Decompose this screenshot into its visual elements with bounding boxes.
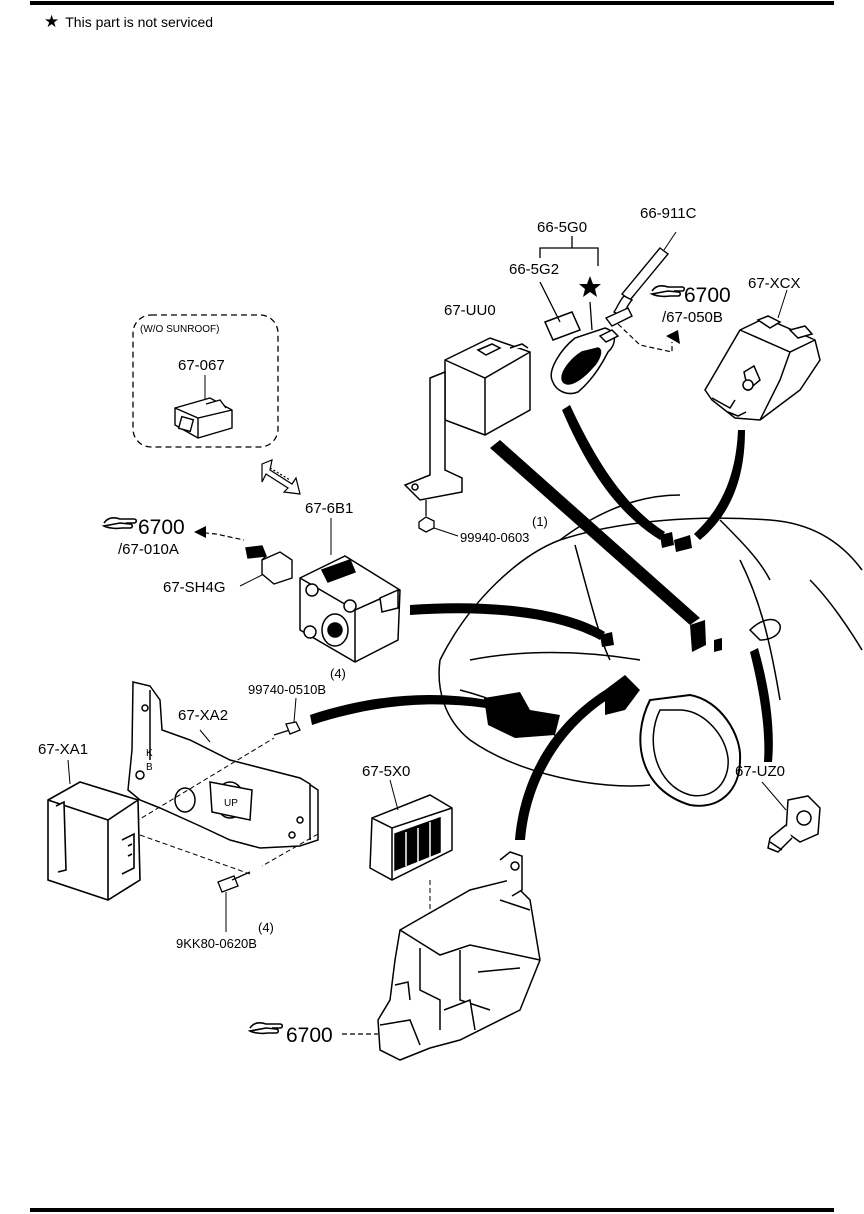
- ref-6700-c: 6700: [286, 1024, 333, 1047]
- service-note: ★ This part is not serviced: [44, 12, 213, 32]
- bracket-66-5g0: [539, 236, 599, 331]
- label-67-sh4g: 67-SH4G: [163, 579, 226, 596]
- nut-99940-icon: [418, 500, 435, 533]
- unit-67-xa1: [47, 781, 141, 901]
- sensor-67-6b1: [299, 555, 401, 663]
- junction-box: [377, 851, 541, 1061]
- label-66-5g0: 66-5G0: [537, 219, 587, 236]
- qty-9kk80: (4): [258, 920, 274, 935]
- ref-hand-icon: [103, 517, 138, 530]
- label-sunroof: (W/O SUNROOF): [140, 324, 219, 335]
- label-67-xcx: 67-XCX: [748, 275, 801, 292]
- double-arrow-icon: [261, 459, 301, 495]
- sunroof-box: [132, 314, 279, 448]
- module-67-uu0: [403, 337, 531, 501]
- ref-6700-b: 6700: [138, 516, 185, 539]
- lamp-66-5g0: [543, 311, 620, 395]
- ref-6700-a: 6700: [684, 284, 731, 307]
- label-67-xa1: 67-XA1: [38, 741, 88, 758]
- bracket-k-text: K: [146, 748, 153, 759]
- label-67-uz0: 67-UZ0: [735, 763, 785, 780]
- ref-67-050b: /67-050B: [662, 309, 723, 326]
- label-67-xa2: 67-XA2: [178, 707, 228, 724]
- ref-hand-icon: [249, 1022, 284, 1035]
- bracket-b-text: B: [146, 762, 153, 773]
- sensor-67-sh4g: [245, 545, 293, 585]
- label-67-uu0: 67-UU0: [444, 302, 496, 319]
- top-rule: [30, 1, 834, 5]
- fuse-block-67-5x0: [369, 794, 453, 881]
- label-66-5g2: 66-5G2: [509, 261, 559, 278]
- sensor-67-uz0: [767, 795, 821, 853]
- leader-swooshes: [310, 405, 773, 840]
- bottom-rule: [30, 1208, 834, 1212]
- label-99940-0603: 99940-0603: [460, 530, 529, 545]
- label-99740-0510b: 99740-0510B: [248, 682, 326, 697]
- cable-66-911c: [604, 247, 670, 327]
- label-66-911c: 66-911C: [640, 205, 697, 222]
- bracket-up-text: UP: [224, 798, 238, 809]
- star-icon: [579, 276, 601, 297]
- bolt-99740-icon: [273, 721, 301, 736]
- ref-67-010a: /67-010A: [118, 541, 179, 558]
- service-note-text: This part is not serviced: [65, 14, 214, 30]
- qty-99740: (4): [330, 666, 346, 681]
- star-icon: ★: [44, 12, 60, 31]
- connector-67-067: [174, 397, 233, 439]
- unit-67-xcx: [704, 315, 821, 421]
- bracket-67-xa2: [127, 681, 319, 849]
- label-67-067: 67-067: [178, 357, 225, 374]
- bolt-9kk80-icon: [217, 871, 251, 893]
- label-67-6b1: 67-6B1: [305, 500, 353, 517]
- ref-hand-icon: [651, 285, 686, 298]
- label-9kk80-0620b: 9KK80-0620B: [176, 936, 257, 951]
- label-67-5x0: 67-5X0: [362, 763, 410, 780]
- qty-99940: (1): [532, 514, 548, 529]
